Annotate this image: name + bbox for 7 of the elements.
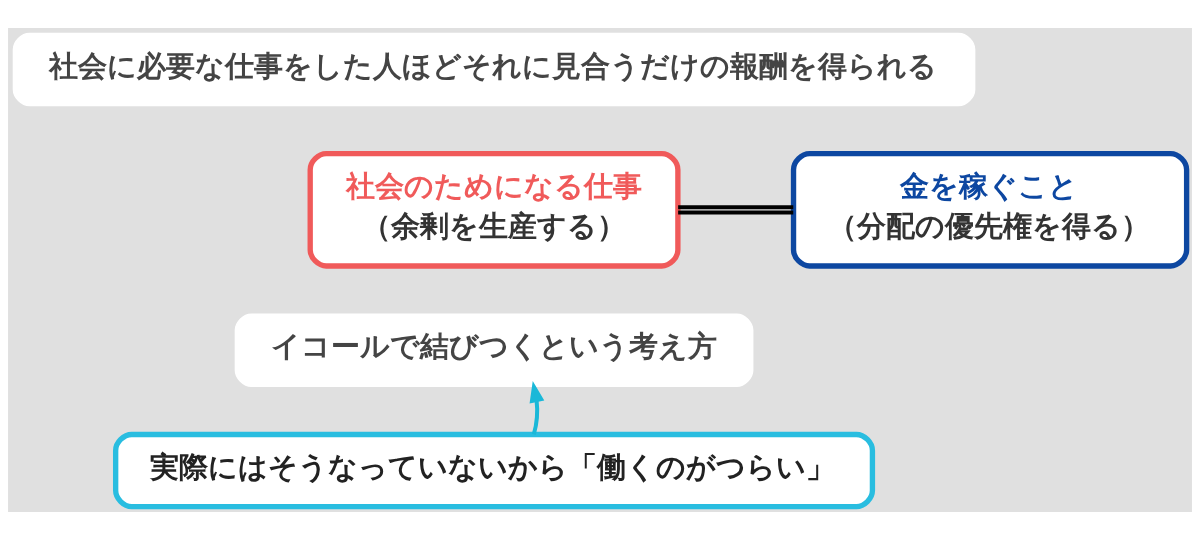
connector — [678, 205, 794, 215]
node-box: 金を稼ぐこと （分配の優先権を得る） — [790, 151, 1190, 269]
node-box: イコールで結びつくという考え方 — [234, 313, 754, 387]
node-box: 実際にはそうなっていないから「働くのがつらい」 — [113, 431, 876, 510]
arrow — [529, 380, 545, 435]
node-box: 社会のためになる仕事 （余剰を生産する） — [307, 151, 681, 269]
node-box: 社会に必要な仕事をした人ほどそれに見合うだけの報酬を得られる — [12, 32, 976, 107]
